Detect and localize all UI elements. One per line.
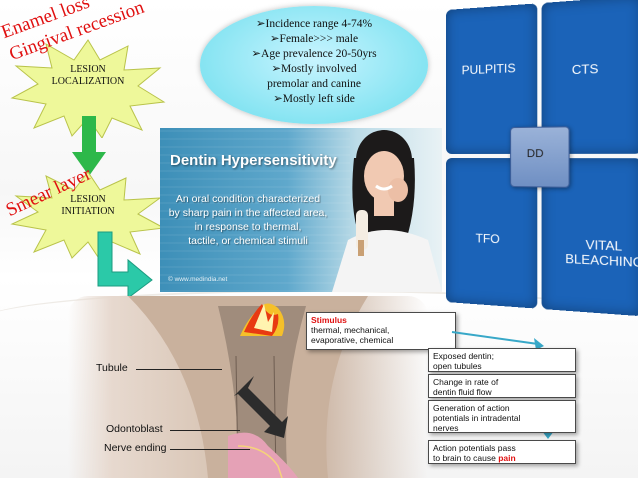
stats-list: ➢Incidence range 4-74% ➢Female>>> male ➢…: [214, 17, 414, 107]
nerve-ending-label: Nerve ending: [104, 442, 167, 454]
stat-teeth-cont: premolar and canine: [267, 78, 361, 90]
step-brain-pain: Action potentials pass to brain to cause…: [428, 440, 576, 464]
vital-bleaching-label: VITAL BLEACHING: [565, 237, 638, 271]
banner-texture: [160, 128, 350, 292]
stat-age: ➢Age prevalence 20-50yrs: [251, 48, 377, 60]
lesion-initiation-label: LESION INITIATION: [61, 194, 115, 217]
step-fluid-flow: Change in rate of dentin fluid flow: [428, 374, 576, 398]
cts-label: CTS: [571, 61, 599, 78]
stat-gender: ➢Female>>> male: [269, 33, 359, 45]
odontoblast-leader-line: [170, 430, 240, 431]
pain-word: pain: [498, 453, 516, 463]
stat-teeth: ➢Mostly involved: [271, 63, 357, 75]
stat-side: ➢Mostly left side: [273, 93, 355, 105]
banner-title: Dentin Hypersensitivity: [170, 152, 337, 169]
woman-illustration: [332, 130, 442, 292]
nerve-leader-line: [170, 449, 250, 450]
odontoblast-label: Odontoblast: [106, 423, 163, 435]
stats-ellipse: [200, 6, 428, 124]
lesion-localization-label: LESION LOCALIZATION: [51, 64, 125, 87]
tubule-leader-line: [136, 369, 222, 370]
stimulus-title: Stimulus: [311, 315, 347, 325]
starburst-initiation: [10, 171, 166, 260]
bent-arrow-icon: [97, 231, 153, 298]
dentin-banner: Dentin Hypersensitivity An oral conditio…: [160, 128, 442, 292]
tubule-label: Tubule: [96, 362, 128, 374]
stat-incidence: ➢Incidence range 4-74%: [255, 18, 373, 30]
step-action-potentials: Generation of action potentials in intra…: [428, 400, 576, 433]
banner-description: An oral condition characterized by sharp…: [168, 193, 328, 247]
pulpitis-label: PULPITIS: [461, 60, 516, 78]
differential-quadrant: PULPITIS CTS TFO VITAL BLEACHING DD: [446, 0, 638, 317]
down-arrow-icon: [72, 116, 106, 176]
tfo-label: TFO: [475, 231, 500, 247]
step-exposed-dentin: Exposed dentin; open tubules: [428, 348, 576, 372]
dd-label: DD: [526, 147, 544, 161]
banner-credit: © www.medindia.net: [168, 276, 228, 283]
stimulus-box: Stimulus thermal, mechanical, evaporativ…: [306, 312, 456, 350]
